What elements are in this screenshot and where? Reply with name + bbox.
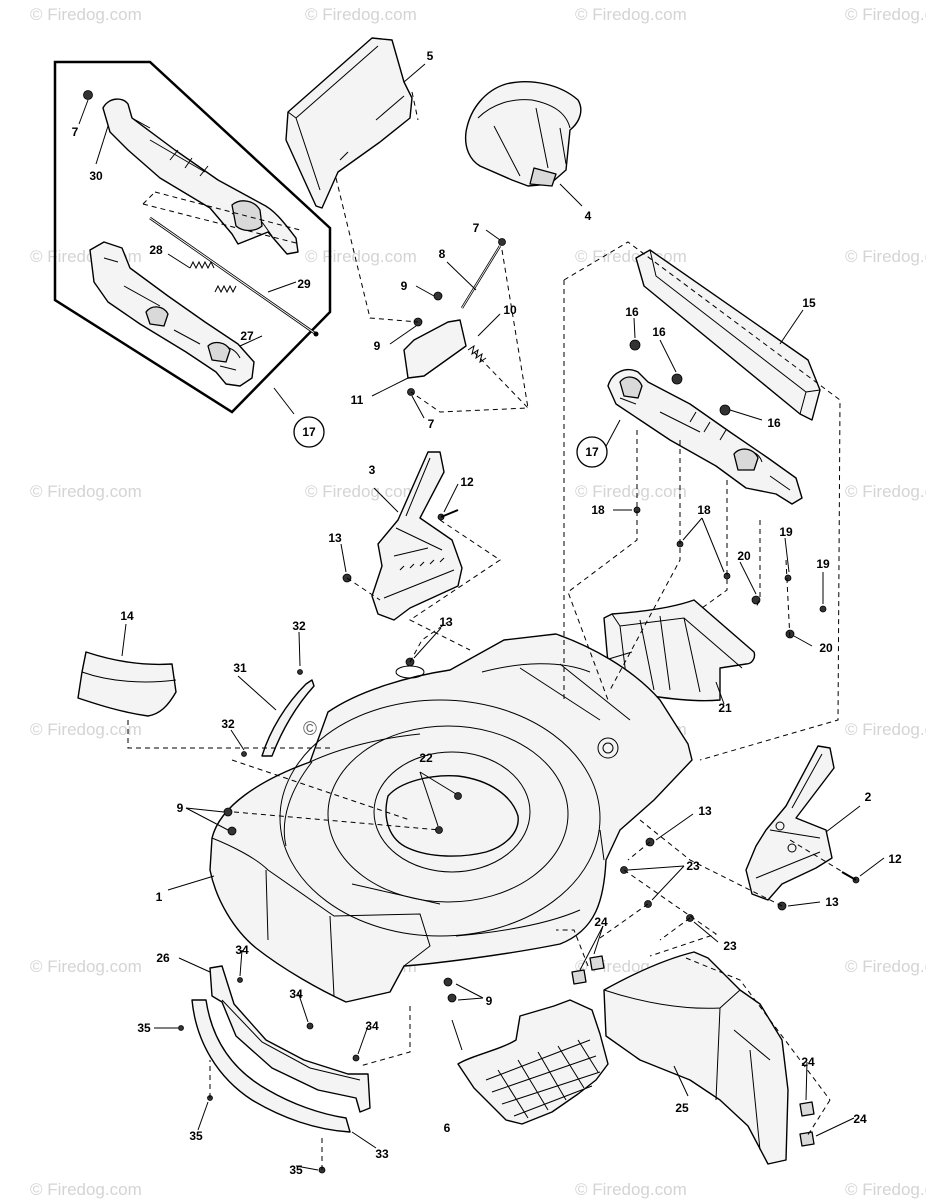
- watermark: © Firedog.com: [30, 1180, 142, 1199]
- callout-label: 8: [439, 247, 446, 261]
- callout-label: 22: [419, 751, 433, 765]
- callout-label: 18: [591, 503, 605, 517]
- callout-label: 17: [585, 445, 599, 459]
- inset-frame: [53, 60, 332, 414]
- callout-label: 19: [779, 525, 793, 539]
- callout-label: 35: [137, 1021, 151, 1035]
- callout-label: 14: [120, 609, 134, 623]
- part-4-cover: [464, 81, 582, 187]
- callout-label: 16: [767, 416, 781, 430]
- callout-label: 34: [289, 987, 303, 1001]
- callout-label: 10: [503, 303, 517, 317]
- watermark: © Firedog.com: [305, 482, 417, 501]
- watermark: © Firedog.com: [305, 247, 417, 266]
- callout-label: 29: [297, 277, 311, 291]
- watermark: © Firedog.com: [845, 5, 926, 24]
- part-25-chute: [603, 951, 789, 1165]
- watermark: © Firedog.com: [845, 247, 926, 266]
- callout-label: 23: [686, 859, 700, 873]
- callout-label: 2: [865, 790, 872, 804]
- callout-label: 9: [177, 801, 184, 815]
- watermark: © Firedog.com: [845, 720, 926, 739]
- callout-label: 35: [289, 1163, 303, 1177]
- watermark: © Firedog.com: [575, 482, 687, 501]
- callout-label: 9: [401, 279, 408, 293]
- leader-lines: [78, 63, 885, 1171]
- callout-label: 21: [718, 701, 732, 715]
- callout-label: 7: [473, 221, 480, 235]
- callout-label: 16: [625, 305, 639, 319]
- callout-label: 24: [853, 1112, 867, 1126]
- handle-bracket-lower: [89, 241, 255, 387]
- callout-label: 32: [221, 717, 235, 731]
- nut-7-inset: [83, 90, 93, 100]
- callout-label: 13: [439, 615, 453, 629]
- part-31-strip: [261, 679, 315, 757]
- watermark: © Firedog.com: [30, 720, 142, 739]
- callout-label: 7: [428, 417, 435, 431]
- callout-label: 17: [302, 425, 316, 439]
- callout-label: 12: [460, 475, 474, 489]
- callout-label: 3: [369, 463, 376, 477]
- callout-label: 34: [365, 1019, 379, 1033]
- callout-label: 11: [351, 393, 364, 407]
- part-5-cover: [285, 37, 413, 209]
- part-3-bracket: [371, 451, 463, 621]
- watermark: © Firedog.com: [845, 482, 926, 501]
- watermark: © Firedog.com: [845, 1180, 926, 1199]
- watermarks: © Firedog.com © Firedog.com © Firedog.co…: [30, 5, 926, 1199]
- callout-label: 9: [486, 994, 493, 1008]
- callout-circle: [576, 436, 608, 468]
- callout-label: 13: [698, 804, 712, 818]
- callout-label: 35: [189, 1129, 203, 1143]
- part-2-bracket: [745, 745, 835, 901]
- callout-label: 12: [888, 852, 902, 866]
- callout-label: 7: [72, 125, 79, 139]
- callout-label: 18: [697, 503, 711, 517]
- callout-label: 6: [444, 1121, 451, 1135]
- watermark: © Firedog.com: [30, 482, 142, 501]
- callout-label: 24: [594, 915, 608, 929]
- callout-label: 13: [328, 531, 342, 545]
- callout-label: 5: [427, 49, 434, 63]
- part-33-flap: [191, 999, 351, 1133]
- part-26-skirt: [209, 965, 371, 1113]
- watermark: © Firedog.com: [575, 5, 687, 24]
- callout-label: 19: [816, 557, 830, 571]
- watermark: © Firedog.com: [575, 1180, 687, 1199]
- callout-labels: 1 2 3 4 5 6 7 7 7 8 9 9 9 9 10 11 12 12 …: [72, 49, 902, 1177]
- part-14-guard: [77, 651, 177, 717]
- watermark: © Firedog.com: [845, 957, 926, 976]
- callout-label: 28: [149, 243, 163, 257]
- callout-label: 15: [802, 296, 816, 310]
- callout-label: 34: [235, 943, 249, 957]
- assembly-lines: [127, 91, 857, 1170]
- callout-label: 20: [737, 549, 751, 563]
- callout-label: 20: [819, 641, 833, 655]
- callout-label: 16: [652, 325, 666, 339]
- callout-label: 26: [156, 951, 170, 965]
- watermark: © Firedog.com: [30, 5, 142, 24]
- callout-label: 24: [801, 1055, 815, 1069]
- callout-label: 13: [825, 895, 839, 909]
- callout-label: 30: [89, 169, 103, 183]
- callout-label: 1: [156, 890, 163, 904]
- watermark: © Firedog.com: [305, 5, 417, 24]
- callout-label: 32: [292, 619, 306, 633]
- callout-circle: [293, 416, 325, 448]
- callout-label: 27: [240, 329, 254, 343]
- callout-label: 4: [585, 209, 592, 223]
- watermark: © Firedog.com: [30, 957, 142, 976]
- callout-label: 25: [675, 1101, 689, 1115]
- callout-label: 31: [233, 661, 247, 675]
- callout-label: 9: [374, 339, 381, 353]
- callout-label: 23: [723, 939, 737, 953]
- inset-parts: [83, 90, 319, 387]
- part-15-bar: [635, 249, 821, 421]
- part-21-chute: [603, 599, 756, 702]
- callout-label: 33: [375, 1147, 389, 1161]
